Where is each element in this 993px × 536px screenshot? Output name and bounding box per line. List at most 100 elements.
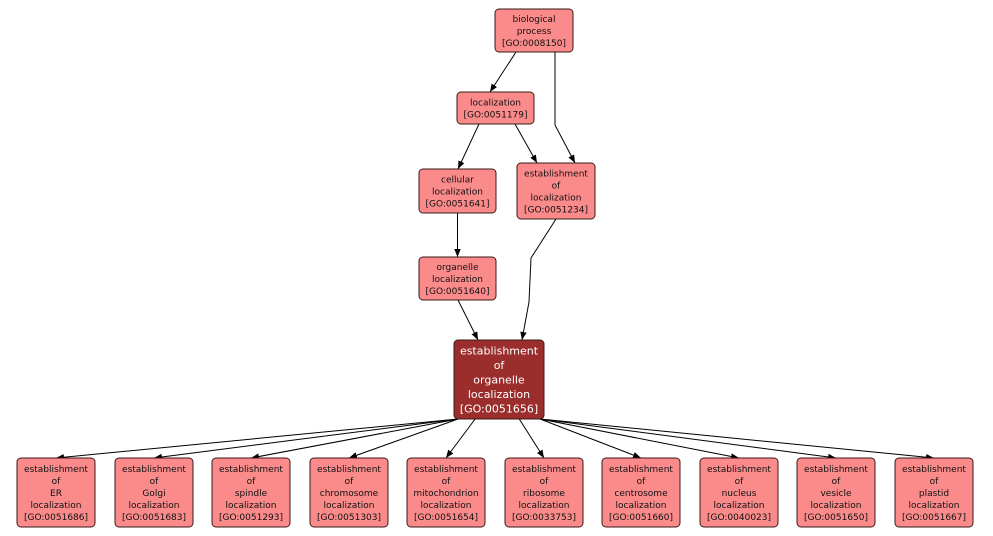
node-label-line: of [150, 477, 160, 487]
edge-org-to-main [457, 299, 479, 341]
go-term-node-spindle[interactable]: establishmentofspindlelocalization[GO:00… [211, 457, 291, 528]
go-term-node-nucleus[interactable]: establishment of nucleus localization [GO:00… [699, 457, 779, 528]
edge-loc-to-cell [457, 123, 480, 170]
go-term-node-loc[interactable]: localization[GO:0051179] [456, 91, 535, 125]
node-label-line: establishment [707, 465, 771, 475]
node-label-line: ER [50, 489, 62, 499]
nodes: biological process [GO:0008150] localizatio… [16, 8, 974, 528]
node-label-line: [GO:0040023] [707, 513, 771, 523]
go-term-node-estloc[interactable]: establishment of localization [GO:0051234] [516, 162, 596, 220]
edge-main-to-mito [445, 418, 476, 459]
edge-main-to-golgi [153, 418, 459, 461]
node-label-line: establishment [524, 169, 588, 179]
node-label-line: plastid [919, 489, 949, 499]
node-box [211, 457, 291, 528]
node-label-line: of [247, 477, 257, 487]
go-term-node-chromosome[interactable]: establishmentofchromosomelocalization[GO… [309, 457, 389, 528]
node-label-line: [GO:0051683] [122, 513, 186, 523]
node-label-line: localization [519, 501, 570, 511]
node-box [406, 457, 486, 528]
node-label-line: of [552, 181, 562, 191]
node-box [418, 256, 497, 301]
node-label-line: ribosome [523, 489, 565, 499]
node-label-line: mitochondrion [413, 489, 478, 499]
edge-loc-to-estloc [514, 123, 538, 164]
node-label-line: localization [531, 193, 582, 203]
edge-main-to-centrosome [539, 418, 642, 459]
node-label-line: biological [513, 15, 556, 25]
node-box [699, 457, 779, 528]
node-label-line: [GO:0051640] [425, 287, 489, 297]
node-label-line: [GO:0051667] [902, 513, 966, 523]
node-label-line: [GO:0051234] [524, 205, 588, 215]
go-term-node-ribosome[interactable]: establishmentofribosomelocalization[GO:0… [504, 457, 584, 528]
node-label-line: [GO:0051660] [609, 513, 673, 523]
node-label-line: localization [470, 98, 521, 108]
node-label-line: process [517, 27, 552, 37]
node-label-line: of [494, 359, 506, 372]
node-box [516, 162, 596, 220]
node-label-line: [GO:0051303] [317, 513, 381, 523]
node-label-line: localization [616, 501, 667, 511]
node-label-line: of [832, 477, 842, 487]
node-label-line: establishment [609, 465, 673, 475]
node-label-line: localization [909, 501, 960, 511]
node-label-line: localization [421, 501, 472, 511]
edge-main-to-nucleus [539, 418, 740, 460]
node-label-line: of [52, 477, 62, 487]
node-label-line: establishment [317, 465, 381, 475]
node-label-line: establishment [804, 465, 868, 475]
node-label-line: establishment [122, 465, 186, 475]
node-label-line: localization [468, 388, 530, 401]
go-term-node-mito[interactable]: establishmentofmitochondrionlocalization… [406, 457, 486, 528]
node-label-line: establishment [219, 465, 283, 475]
node-label-line: organelle [473, 374, 525, 387]
node-box [16, 457, 96, 528]
node-box [796, 457, 876, 528]
edges [55, 51, 935, 461]
node-label-line: [GO:0051293] [219, 513, 283, 523]
node-label-line: nucleus [722, 489, 757, 499]
node-label-line: organelle [436, 263, 479, 273]
edge-main-to-vesicle [539, 418, 837, 461]
edge-main-to-plastid [539, 418, 935, 461]
node-label-line: localization [432, 275, 483, 285]
node-label-line: establishment [460, 345, 539, 358]
node-box [309, 457, 389, 528]
node-box [494, 8, 574, 53]
go-term-node-centrosome[interactable]: establishmentofcentrosomelocalization[GO… [601, 457, 681, 528]
node-label-line: [GO:0051650] [804, 513, 868, 523]
go-term-node-golgi[interactable]: establishmentofGolgilocalization[GO:0051… [114, 457, 194, 528]
edge-estloc-to-main [520, 218, 557, 341]
node-label-line: localization [714, 501, 765, 511]
node-label-line: of [930, 477, 940, 487]
node-label-line: of [637, 477, 647, 487]
go-term-node-vesicle[interactable]: establishment of vesicle localization [GO:00… [796, 457, 876, 528]
edge-main-to-er [55, 418, 459, 461]
go-term-node-org[interactable]: organelle localization [GO:0051640] [418, 256, 497, 301]
node-label-line: of [345, 477, 355, 487]
node-label-line: vesicle [820, 489, 852, 499]
node-label-line: chromosome [320, 489, 379, 499]
edge-main-to-ribosome [518, 418, 545, 459]
edge-bp-to-estloc [554, 52, 576, 164]
node-box [504, 457, 584, 528]
node-label-line: establishment [512, 465, 576, 475]
node-label-line: of [735, 477, 745, 487]
node-label-line: [GO:0008150] [502, 39, 566, 49]
go-term-node-plastid[interactable]: establishmentofplastidlocalization[GO:00… [894, 457, 974, 528]
node-label-line: [GO:0051656] [460, 403, 538, 416]
node-label-line: Golgi [142, 489, 165, 499]
go-term-node-er[interactable]: establishmentofERlocalization[GO:0051686… [16, 457, 96, 528]
node-label-line: establishment [414, 465, 478, 475]
node-label-line: establishment [24, 465, 88, 475]
node-label-line: localization [432, 187, 483, 197]
edge-bp-to-loc [489, 51, 517, 93]
node-label-line: localization [811, 501, 862, 511]
edge-main-to-chromosome [348, 418, 459, 459]
node-box [456, 91, 535, 125]
go-term-node-bp[interactable]: biological process [GO:0008150] [494, 8, 574, 53]
